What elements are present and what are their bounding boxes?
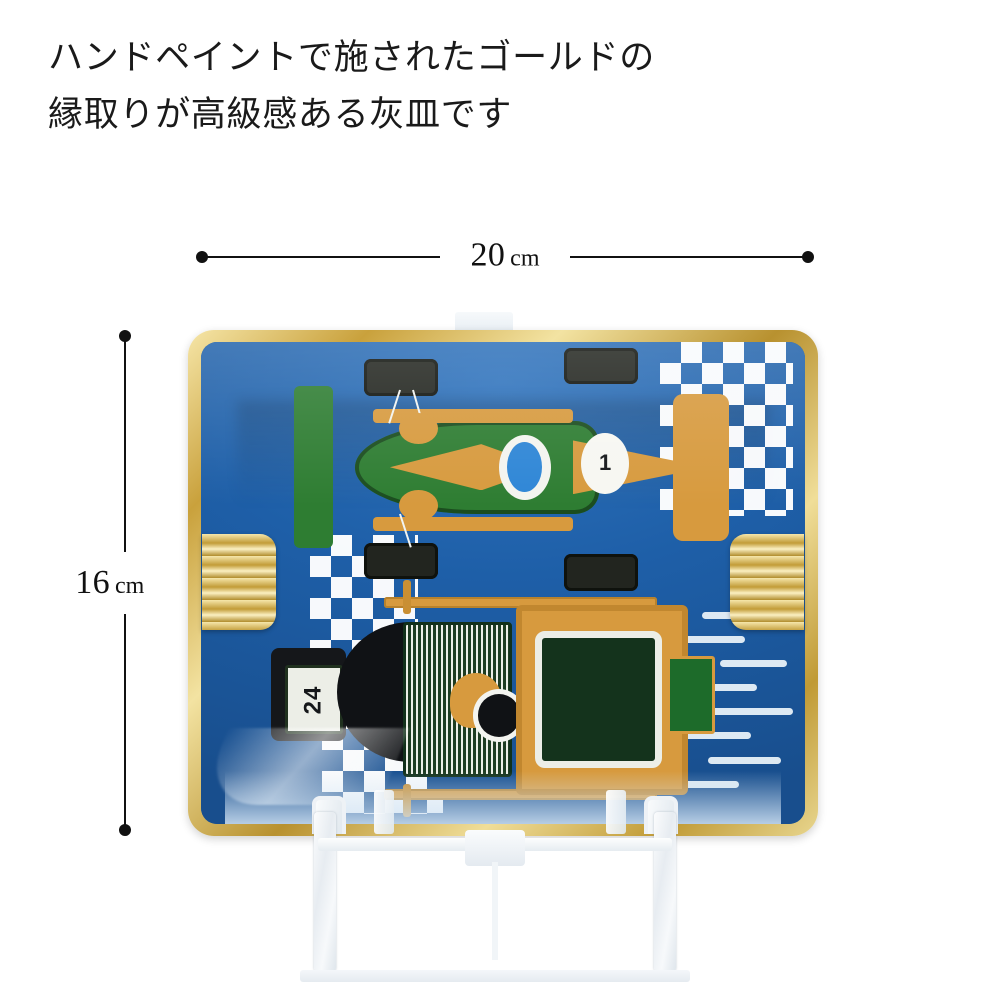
stand-base (300, 970, 690, 982)
speed-line (708, 756, 781, 764)
cigarette-rest-right (730, 534, 804, 630)
speed-line (708, 708, 793, 716)
tyre-front-top (563, 347, 638, 385)
width-line-right (570, 256, 804, 258)
stand-front-clip-right (606, 790, 626, 834)
headline-line-1: ハンドペイントで施されたゴールドの (48, 38, 655, 77)
vintage-racing-car: 24 (261, 579, 732, 818)
car-number-text: 1 (599, 450, 611, 476)
height-value: 16 (75, 564, 110, 601)
speed-line (660, 732, 751, 740)
body-stripe-bottom (372, 517, 573, 531)
width-unit: cm (510, 245, 540, 272)
ashtray-well: 1 24 (201, 342, 805, 824)
stand-top-clip (455, 312, 513, 334)
height-unit: cm (114, 573, 145, 599)
page-title: ハンドペイントで施されたゴールドの 縁取りが高級感ある灰皿です (48, 30, 908, 143)
height-endpoint-bottom-dot (119, 824, 131, 836)
front-wing (672, 394, 730, 541)
width-endpoint-right-dot (802, 251, 814, 263)
wheel-hub (398, 490, 438, 522)
width-value: 20 (470, 236, 506, 274)
front-axle (402, 579, 411, 614)
headline-line-2: 縁取りが高級感ある灰皿です (48, 94, 513, 134)
car-number-plate: 24 (284, 664, 343, 735)
side-panel (666, 656, 715, 735)
glass-sheen (201, 342, 805, 506)
stand-center-tab (465, 830, 525, 866)
width-line-left (206, 256, 440, 258)
tyre-rear-bottom (363, 542, 438, 580)
stand-front-clip-left (374, 790, 394, 834)
speed-line (647, 636, 745, 644)
stand-post-left (314, 812, 336, 972)
formula-one-car: 1 (286, 347, 730, 591)
rear-wing (294, 386, 334, 549)
height-endpoint-top-dot (119, 330, 131, 342)
cigarette-rest-left (202, 534, 276, 630)
tyre-rear-top (363, 359, 438, 396)
wheel-hub (398, 413, 438, 445)
stand-spine (492, 862, 498, 960)
stand-post-right (654, 812, 676, 972)
ashtray-product: 1 24 (188, 330, 818, 836)
driver-head (478, 694, 521, 737)
height-line-bottom (124, 614, 126, 826)
display-stand (300, 796, 690, 988)
driver-helmet (507, 442, 543, 493)
speed-line (720, 660, 787, 668)
tyre-front-bottom (563, 554, 638, 591)
car-number-badge: 1 (581, 432, 630, 495)
chassis-rail-top (383, 596, 658, 608)
car-number-text: 24 (299, 685, 327, 714)
width-endpoint-left-dot (196, 251, 208, 263)
cabin-window (534, 630, 662, 768)
height-line-top (124, 340, 126, 552)
